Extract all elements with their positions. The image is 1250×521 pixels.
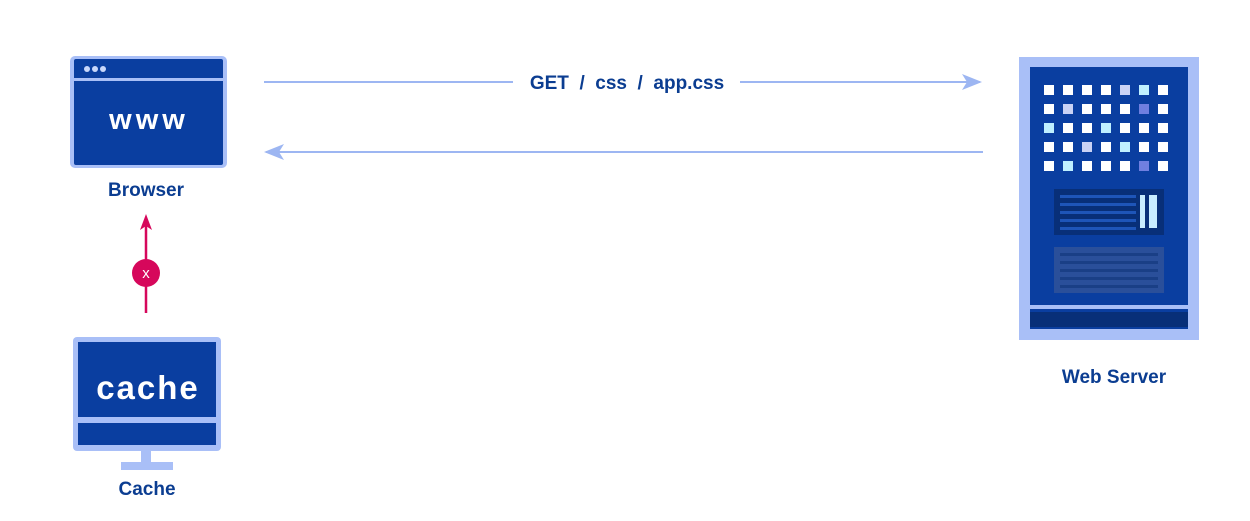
- cache-node: cache Cache: [73, 337, 221, 500]
- request-connection: GET / css / app.css: [264, 73, 982, 94]
- server-node: Web Server: [1019, 57, 1199, 388]
- server-led: [1120, 142, 1130, 152]
- server-led: [1101, 123, 1111, 133]
- server-led: [1120, 123, 1130, 133]
- browser-node: www Browser: [70, 56, 227, 201]
- blocked-icon: x: [132, 259, 160, 287]
- server-led: [1063, 123, 1073, 133]
- server-led: [1158, 123, 1168, 133]
- server-led: [1158, 142, 1168, 152]
- server-led: [1139, 104, 1149, 114]
- blocked-connection: x: [132, 214, 160, 313]
- server-led: [1158, 161, 1168, 171]
- server-led: [1044, 85, 1054, 95]
- blocked-symbol: x: [142, 265, 150, 282]
- cache-label: Cache: [118, 479, 175, 500]
- server-led: [1044, 142, 1054, 152]
- server-led: [1082, 142, 1092, 152]
- browser-screen-text: www: [108, 104, 189, 136]
- request-label: GET / css / app.css: [530, 73, 724, 94]
- server-led: [1082, 85, 1092, 95]
- server-led: [1082, 161, 1092, 171]
- server-led: [1120, 85, 1130, 95]
- server-led: [1063, 85, 1073, 95]
- server-led: [1063, 161, 1073, 171]
- server-led: [1082, 123, 1092, 133]
- server-led: [1139, 123, 1149, 133]
- server-led: [1101, 104, 1111, 114]
- server-led: [1139, 85, 1149, 95]
- server-led: [1101, 85, 1111, 95]
- server-led: [1044, 123, 1054, 133]
- server-led: [1063, 104, 1073, 114]
- server-led-grid: [1044, 85, 1168, 171]
- server-led: [1044, 161, 1054, 171]
- server-led: [1063, 142, 1073, 152]
- server-led: [1101, 142, 1111, 152]
- server-led: [1158, 85, 1168, 95]
- server-led: [1158, 104, 1168, 114]
- server-led: [1120, 104, 1130, 114]
- cache-screen-text: cache: [96, 369, 200, 406]
- browser-window-icon: www: [70, 56, 227, 168]
- server-rack-icon: [1019, 57, 1199, 340]
- server-led: [1139, 161, 1149, 171]
- browser-label: Browser: [108, 180, 185, 201]
- server-vent-panel: [1054, 247, 1164, 293]
- server-led: [1082, 104, 1092, 114]
- server-drive-slot: [1054, 189, 1164, 235]
- monitor-icon: cache: [73, 337, 221, 470]
- server-label: Web Server: [1062, 367, 1167, 388]
- server-led: [1139, 142, 1149, 152]
- server-led: [1120, 161, 1130, 171]
- server-led: [1101, 161, 1111, 171]
- server-led: [1044, 104, 1054, 114]
